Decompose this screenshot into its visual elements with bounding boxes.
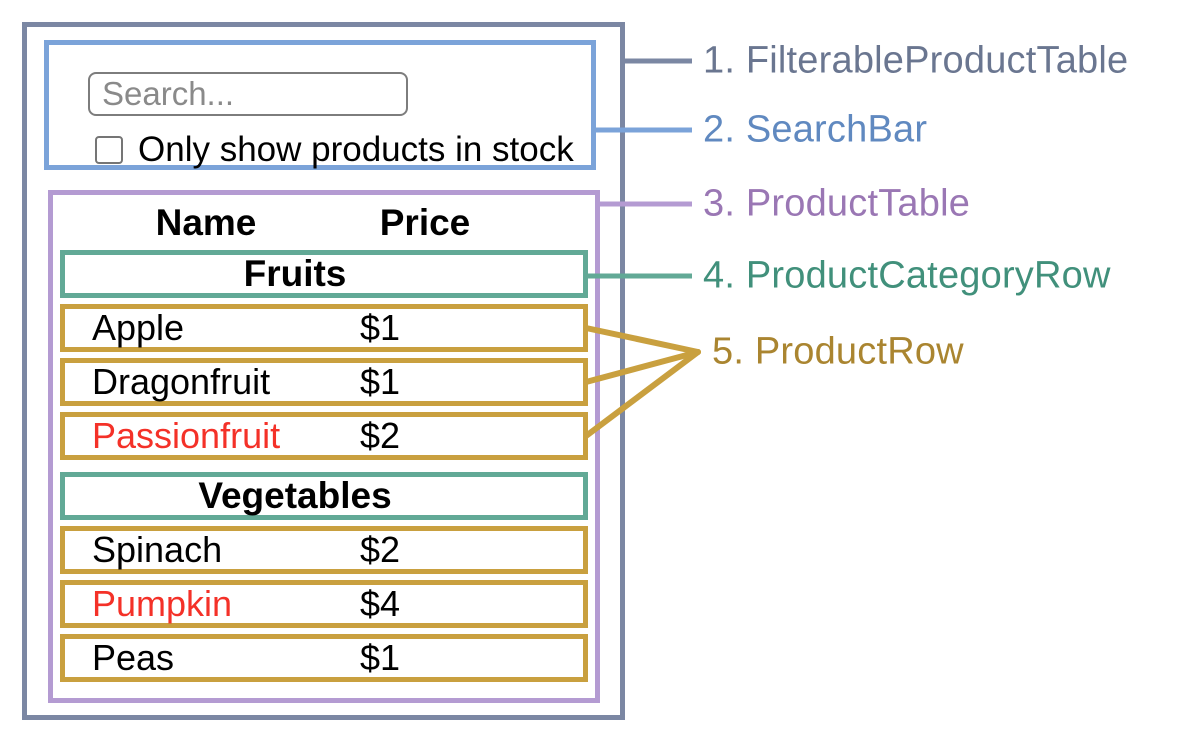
product-price: $1 xyxy=(360,637,401,678)
column-header-name: Name xyxy=(155,201,257,243)
legend-filterable-product-table: 1. FilterableProductTable xyxy=(703,39,1129,82)
in-stock-checkbox-label: Only show products in stock xyxy=(138,130,574,169)
column-header-price: Price xyxy=(379,201,471,243)
product-name: Apple xyxy=(92,307,185,348)
product-table-box: Name Price Fruits Apple $1 Dragonfruit $… xyxy=(48,190,600,703)
legend-product-category-row: 4. ProductCategoryRow xyxy=(703,254,1111,297)
product-name: Pumpkin xyxy=(92,583,233,624)
category-label: Fruits xyxy=(243,253,347,294)
product-name: Dragonfruit xyxy=(92,361,271,402)
product-name: Spinach xyxy=(92,529,223,570)
product-price: $2 xyxy=(360,529,401,570)
product-row: Pumpkin $4 xyxy=(60,580,588,628)
in-stock-filter-row: Only show products in stock xyxy=(95,130,574,170)
legend-product-row: 5. ProductRow xyxy=(712,330,964,373)
product-row: Dragonfruit $1 xyxy=(60,358,588,406)
product-row: Spinach $2 xyxy=(60,526,588,574)
product-price: $4 xyxy=(360,583,401,624)
product-price: $1 xyxy=(360,361,401,402)
product-row: Passionfruit $2 xyxy=(60,412,588,460)
in-stock-checkbox[interactable] xyxy=(95,136,123,164)
product-row: Peas $1 xyxy=(60,634,588,682)
product-name: Passionfruit xyxy=(92,415,281,456)
legend-product-table: 3. ProductTable xyxy=(703,182,971,225)
product-row: Apple $1 xyxy=(60,304,588,352)
legend-search-bar: 2. SearchBar xyxy=(703,108,928,151)
product-category-row: Vegetables xyxy=(60,472,588,520)
search-input[interactable] xyxy=(88,72,408,116)
table-header-row: Name Price xyxy=(53,195,595,250)
search-bar-box: Only show products in stock xyxy=(44,40,596,170)
product-price: $1 xyxy=(360,307,401,348)
product-category-row: Fruits xyxy=(60,250,588,298)
product-price: $2 xyxy=(360,415,401,456)
product-name: Peas xyxy=(92,637,175,678)
category-label: Vegetables xyxy=(198,475,392,516)
